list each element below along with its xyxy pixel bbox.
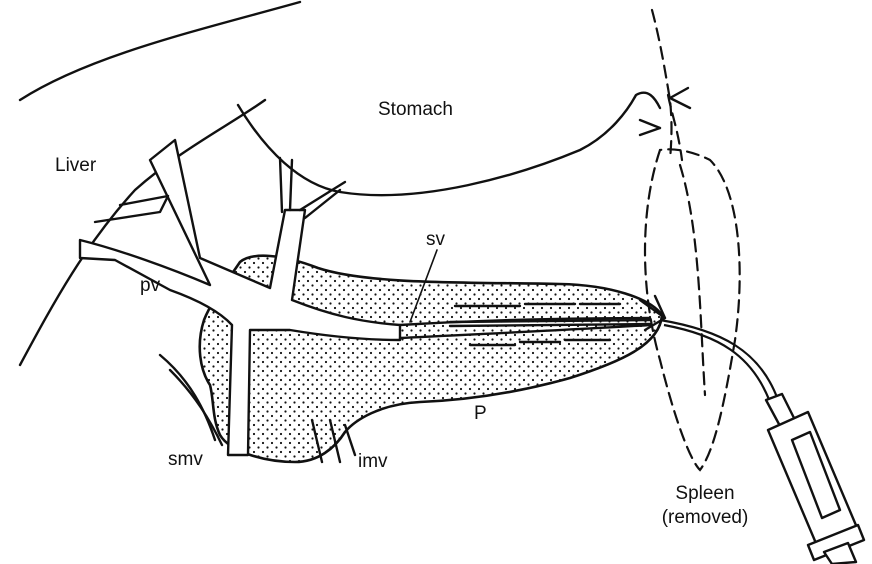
label-sv: sv (426, 230, 445, 249)
hepatic-branch (95, 196, 168, 222)
label-spleen: Spleen (665, 484, 745, 503)
liver-outline (20, 2, 300, 100)
syringe (766, 394, 864, 564)
catheter-tube (660, 320, 778, 400)
label-liver: Liver (55, 156, 96, 175)
label-p: P (474, 404, 487, 423)
spleen-outline (645, 149, 740, 470)
vein-to-stomach-2 (280, 158, 282, 212)
imv-line-3 (345, 425, 355, 455)
splenic-vessel-dashed (652, 10, 672, 160)
spleen-inner-line (680, 165, 705, 395)
ligature-upper (670, 88, 690, 108)
label-stomach: Stomach (378, 100, 453, 119)
label-imv: imv (358, 452, 388, 471)
label-smv: smv (168, 450, 203, 469)
label-spleen-removed: (removed) (655, 508, 755, 527)
ligature-mid (640, 120, 660, 135)
label-pv: pv (140, 276, 160, 295)
